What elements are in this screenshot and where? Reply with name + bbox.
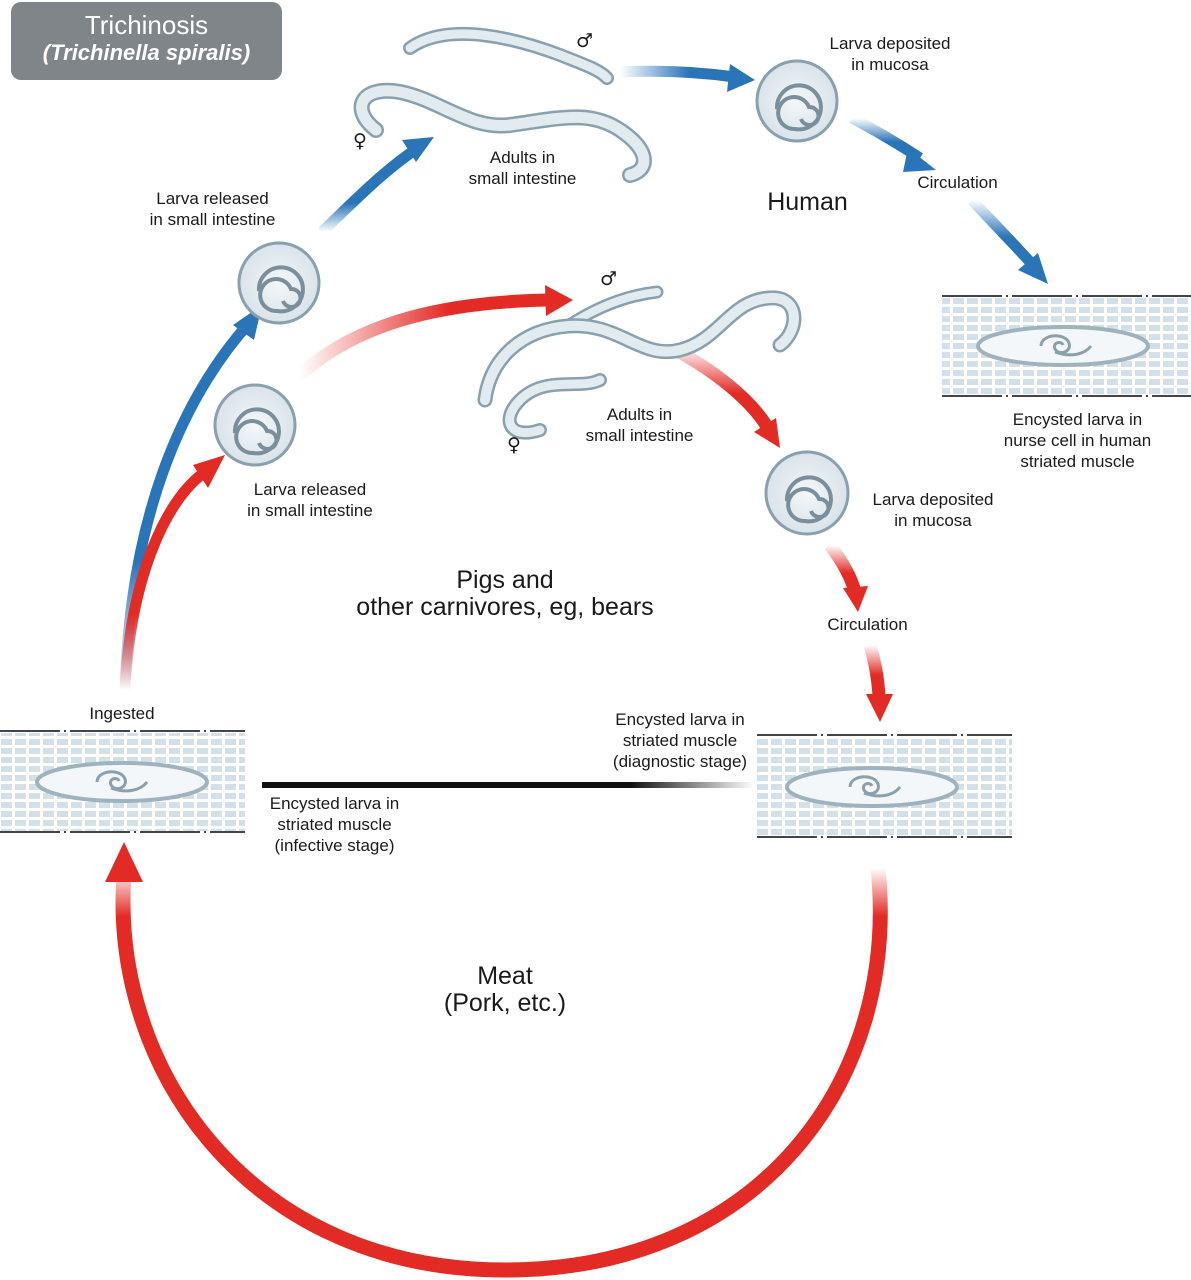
larva-coil-human-mucosa bbox=[755, 59, 839, 143]
male-symbol: ♂ bbox=[576, 30, 594, 52]
meat-arrow bbox=[115, 867, 888, 1278]
human-arrow-to-adults-head bbox=[402, 137, 434, 162]
animal-ingestion-arrow bbox=[119, 467, 209, 691]
title-species: (Trichinella spiralis) bbox=[42, 40, 251, 65]
transmission-line bbox=[262, 782, 754, 788]
female-symbol: ♀ bbox=[507, 434, 521, 456]
human-arrow-to-adults bbox=[318, 145, 419, 236]
human-arrow-to-mucosa-head bbox=[727, 64, 755, 92]
animal-arrow-to-muscle bbox=[863, 643, 886, 696]
female-symbol: ♀ bbox=[353, 130, 367, 152]
male-symbol: ♂ bbox=[600, 268, 618, 290]
animal-arrow-to-adults bbox=[295, 293, 549, 380]
larva-coil-animal-released bbox=[213, 383, 297, 467]
animal-ingestion-arrowhead bbox=[193, 455, 225, 488]
muscle-human bbox=[942, 295, 1191, 397]
title-main: Trichinosis bbox=[84, 10, 209, 40]
ingested-label: Ingested bbox=[89, 704, 155, 723]
animal-arrow-to-adults-head bbox=[545, 285, 573, 316]
human-arrow-to-muscle bbox=[967, 196, 1035, 266]
muscle-diagnostic bbox=[757, 734, 1012, 838]
human-ingestion-arrow bbox=[119, 318, 255, 691]
meat-arrowhead bbox=[105, 842, 143, 882]
animal-arrow-to-mucosa-head bbox=[754, 418, 780, 448]
adult-worms-human bbox=[353, 26, 652, 183]
human-host-label: Human bbox=[767, 188, 848, 216]
muscle-infective bbox=[0, 730, 245, 833]
human-arrow-to-muscle-head bbox=[1018, 253, 1048, 284]
adult-worms-animal bbox=[477, 285, 802, 440]
larva-coil-animal-mucosa bbox=[764, 450, 850, 536]
animal-circulation-label: Circulation bbox=[827, 615, 908, 634]
human-arrow-to-mucosa bbox=[619, 65, 736, 83]
animal-arrow-to-muscle-head bbox=[866, 694, 893, 722]
title-box: Trichinosis (Trichinella spiralis) bbox=[11, 2, 282, 80]
animal-arrow-to-circulation-head bbox=[843, 586, 868, 612]
human-circulation-label: Circulation bbox=[917, 173, 998, 192]
meat-label: Meat(Pork, etc.) bbox=[443, 962, 567, 1017]
larva-coil-human-released bbox=[237, 241, 321, 325]
animal-arrow-to-circulation bbox=[824, 541, 862, 594]
human-arrow-to-circulation-head bbox=[903, 148, 936, 172]
